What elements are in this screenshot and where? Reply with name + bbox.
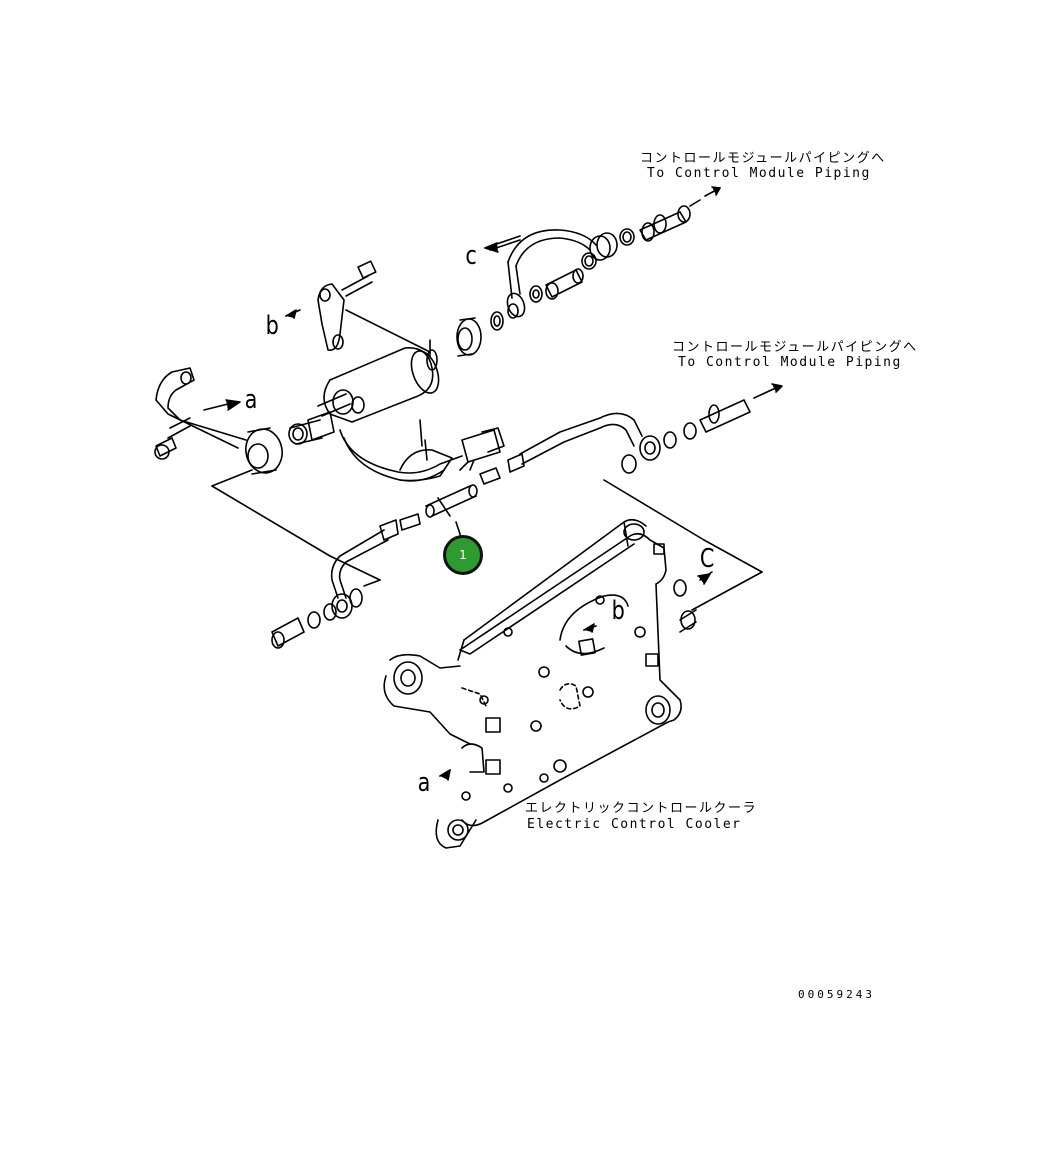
ref-letter-c-upper: c xyxy=(465,241,477,271)
bracket-a xyxy=(154,367,331,557)
filter-cartridge xyxy=(288,339,505,482)
label-cooler-en: Electric Control Cooler xyxy=(527,817,742,832)
ref-letter-b-plate: b xyxy=(611,596,625,626)
ref-letter-b-left: b xyxy=(265,311,279,341)
label-mid-en: To Control Module Piping xyxy=(678,355,902,370)
center-hose xyxy=(399,467,501,541)
bracket-b xyxy=(285,260,431,353)
ref-letter-C-right: C xyxy=(699,544,715,574)
electric-control-cooler xyxy=(383,518,763,849)
lower-left-pipe xyxy=(271,519,399,649)
upper-pipe-assembly xyxy=(456,186,721,357)
right-pipe-assembly xyxy=(507,383,783,541)
label-cooler-jp: エレクトリックコントロールクーラ xyxy=(525,801,758,816)
drawing-number: 00059243 xyxy=(798,988,875,1001)
label-top-en: To Control Module Piping xyxy=(647,166,871,181)
label-mid-jp: コントロールモジュールパイピングへ xyxy=(672,340,918,355)
part-callout-number: 1 xyxy=(459,548,467,562)
ref-letter-a-plate: a xyxy=(417,768,431,798)
ref-letter-a-left: a xyxy=(244,385,258,415)
label-top-jp: コントロールモジュールパイピングへ xyxy=(640,151,886,166)
part-callout-1[interactable]: 1 xyxy=(443,535,483,575)
